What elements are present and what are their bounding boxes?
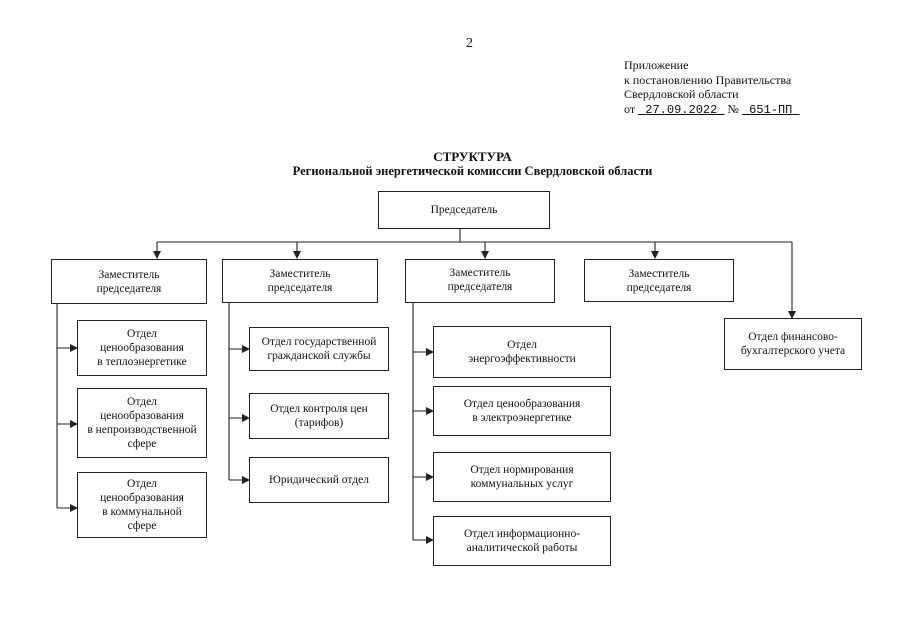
dept-communal-standards: Отдел нормирования коммунальных услуг: [433, 452, 611, 502]
chairman-box: Председатель: [378, 191, 550, 229]
appendix-date-line: от 27.09.2022 № 651-ПП: [624, 102, 800, 118]
dept-heat-pricing: Отдел ценообразования в теплоэнергетике: [77, 320, 207, 376]
page-number: 2: [466, 36, 473, 51]
appendix-line-3: Свердловской области: [624, 87, 739, 101]
date-prefix: от: [624, 101, 636, 116]
document-subtitle: Региональной энергетической комиссии Све…: [292, 164, 653, 178]
appendix-line-2: к постановлению Правительства: [624, 72, 792, 87]
dept-information-analytics: Отдел информационно- аналитической работ…: [433, 516, 611, 566]
dept-price-control: Отдел контроля цен (тарифов): [249, 393, 389, 439]
deputy-box-2: Заместитель председателя: [222, 259, 378, 303]
dept-legal: Юридический отдел: [249, 457, 389, 503]
number-prefix: №: [727, 101, 739, 116]
dept-civil-service: Отдел государственной гражданской службы: [249, 327, 389, 371]
deputy-box-1: Заместитель председателя: [51, 259, 207, 304]
appendix-header: Приложение к постановлению Правительства…: [624, 58, 800, 117]
deputy-box-4: Заместитель председателя: [584, 259, 734, 302]
resolution-date: 27.09.2022: [645, 102, 718, 117]
dept-communal-pricing: Отдел ценообразования в коммунальной сфе…: [77, 472, 207, 538]
deputy-box-3: Заместитель председателя: [405, 259, 555, 303]
appendix-line-1: Приложение: [624, 58, 689, 72]
dept-electricity-pricing: Отдел ценообразования в электроэнергетик…: [433, 386, 611, 436]
document-title: СТРУКТУРА: [433, 149, 512, 164]
dept-nonproduction-pricing: Отдел ценообразования в непроизводственн…: [77, 388, 207, 458]
dept-energy-efficiency: Отдел энергоэффективности: [433, 326, 611, 378]
resolution-number: 651-ПП: [749, 102, 793, 117]
dept-finance-accounting: Отдел финансово- бухгалтерского учета: [724, 318, 862, 370]
